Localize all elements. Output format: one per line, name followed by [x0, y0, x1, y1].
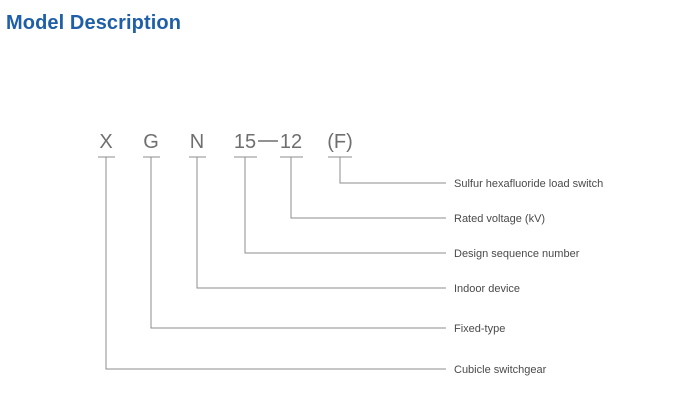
- code-letter-x: X: [99, 131, 112, 153]
- leader-line-letter2: [150, 157, 446, 329]
- leader-line-suffix: [339, 157, 446, 184]
- code-suffix-f: (F): [327, 131, 353, 153]
- code-letter-g: G: [143, 131, 159, 153]
- leader-line-number1: [244, 157, 446, 254]
- leader-line-letter1: [105, 157, 446, 370]
- code-letter-n: N: [190, 131, 204, 153]
- label-design-sequence-number: Design sequence number: [454, 248, 580, 260]
- label-sulfur-hexafluoride-load-switch: Sulfur hexafluoride load switch: [454, 178, 603, 190]
- label-fixed-type: Fixed-type: [454, 323, 505, 335]
- label-rated-voltage: Rated voltage (kV): [454, 213, 545, 225]
- label-indoor-device: Indoor device: [454, 283, 520, 295]
- page-title: Model Description: [6, 12, 182, 34]
- code-number-12: 12: [280, 131, 302, 153]
- code-number-15: 15: [234, 131, 256, 153]
- leader-line-letter3: [196, 157, 446, 289]
- leader-line-number2: [290, 157, 446, 219]
- label-cubicle-switchgear: Cubicle switchgear: [454, 364, 547, 376]
